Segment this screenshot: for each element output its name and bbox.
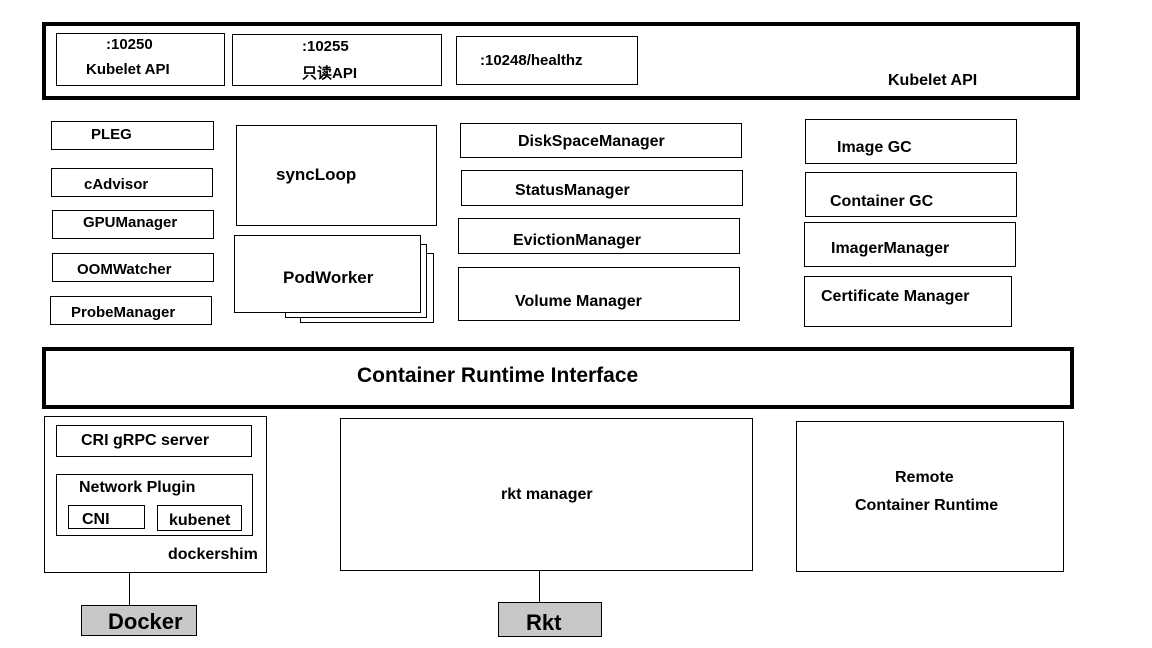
dockershim-label: dockershim bbox=[168, 546, 258, 563]
pleg-box bbox=[51, 121, 214, 150]
podworker-box bbox=[234, 235, 421, 313]
podworker-label: PodWorker bbox=[283, 268, 374, 287]
kubenet-box bbox=[157, 505, 242, 531]
evictionmanager-label: EvictionManager bbox=[513, 232, 642, 249]
statusmanager-label: StatusManager bbox=[515, 182, 630, 199]
port-10255-label: 只读API bbox=[302, 65, 358, 82]
rkt-connector-line bbox=[539, 571, 540, 602]
pleg-label: PLEG bbox=[91, 126, 132, 143]
port-10250-box bbox=[56, 33, 225, 86]
cri-grpc-server-label: CRI gRPC server bbox=[81, 432, 210, 449]
remote-runtime-box bbox=[796, 421, 1064, 572]
container-gc-label: Container GC bbox=[830, 193, 934, 210]
port-10250-label: Kubelet API bbox=[86, 61, 170, 78]
kubelet-api-title: Kubelet API bbox=[888, 72, 978, 89]
cadvisor-label: cAdvisor bbox=[84, 176, 149, 193]
volumemanager-label: Volume Manager bbox=[515, 293, 642, 310]
rkt-label: Rkt bbox=[526, 610, 562, 635]
volumemanager-box bbox=[458, 267, 740, 321]
remote-runtime-line2: Container Runtime bbox=[855, 497, 999, 514]
probemanager-box bbox=[50, 296, 212, 325]
port-10255-box bbox=[232, 34, 442, 86]
rkt-manager-box bbox=[340, 418, 753, 571]
gpumanager-box bbox=[52, 210, 214, 239]
container-gc-box bbox=[805, 172, 1017, 217]
diskspacemanager-box bbox=[460, 123, 742, 158]
remote-runtime-line1: Remote bbox=[895, 469, 954, 486]
cri-title: Container Runtime Interface bbox=[357, 364, 639, 387]
port-10250-text: :10250 bbox=[106, 36, 153, 53]
healthz-label: :10248/healthz bbox=[480, 52, 583, 69]
oomwatcher-label: OOMWatcher bbox=[77, 261, 172, 278]
cni-label: CNI bbox=[82, 511, 110, 528]
cri-frame bbox=[42, 347, 1074, 409]
certificate-manager-box bbox=[804, 276, 1012, 327]
syncloop-label: syncLoop bbox=[276, 165, 357, 184]
kubenet-label: kubenet bbox=[169, 512, 231, 529]
rkt-box bbox=[498, 602, 602, 637]
evictionmanager-box bbox=[458, 218, 740, 254]
healthz-box bbox=[456, 36, 638, 85]
docker-label: Docker bbox=[108, 609, 183, 634]
image-gc-box bbox=[805, 119, 1017, 164]
cadvisor-box bbox=[51, 168, 213, 197]
probemanager-label: ProbeManager bbox=[71, 304, 176, 321]
docker-box bbox=[81, 605, 197, 636]
imagermanager-label: ImagerManager bbox=[831, 240, 950, 257]
syncloop-box bbox=[236, 125, 437, 226]
imagermanager-box bbox=[804, 222, 1016, 267]
oomwatcher-box bbox=[52, 253, 214, 282]
rkt-manager-label: rkt manager bbox=[501, 486, 593, 503]
certificate-manager-label: Certificate Manager bbox=[821, 288, 970, 305]
network-plugin-label: Network Plugin bbox=[79, 479, 196, 496]
gpumanager-label: GPUManager bbox=[83, 214, 178, 231]
docker-connector-line bbox=[129, 573, 130, 605]
cni-box bbox=[68, 505, 145, 529]
statusmanager-box bbox=[461, 170, 743, 206]
cri-grpc-server-box bbox=[56, 425, 252, 457]
diskspacemanager-label: DiskSpaceManager bbox=[518, 133, 665, 150]
port-10255-text: :10255 bbox=[302, 38, 349, 55]
image-gc-label: Image GC bbox=[837, 139, 912, 156]
